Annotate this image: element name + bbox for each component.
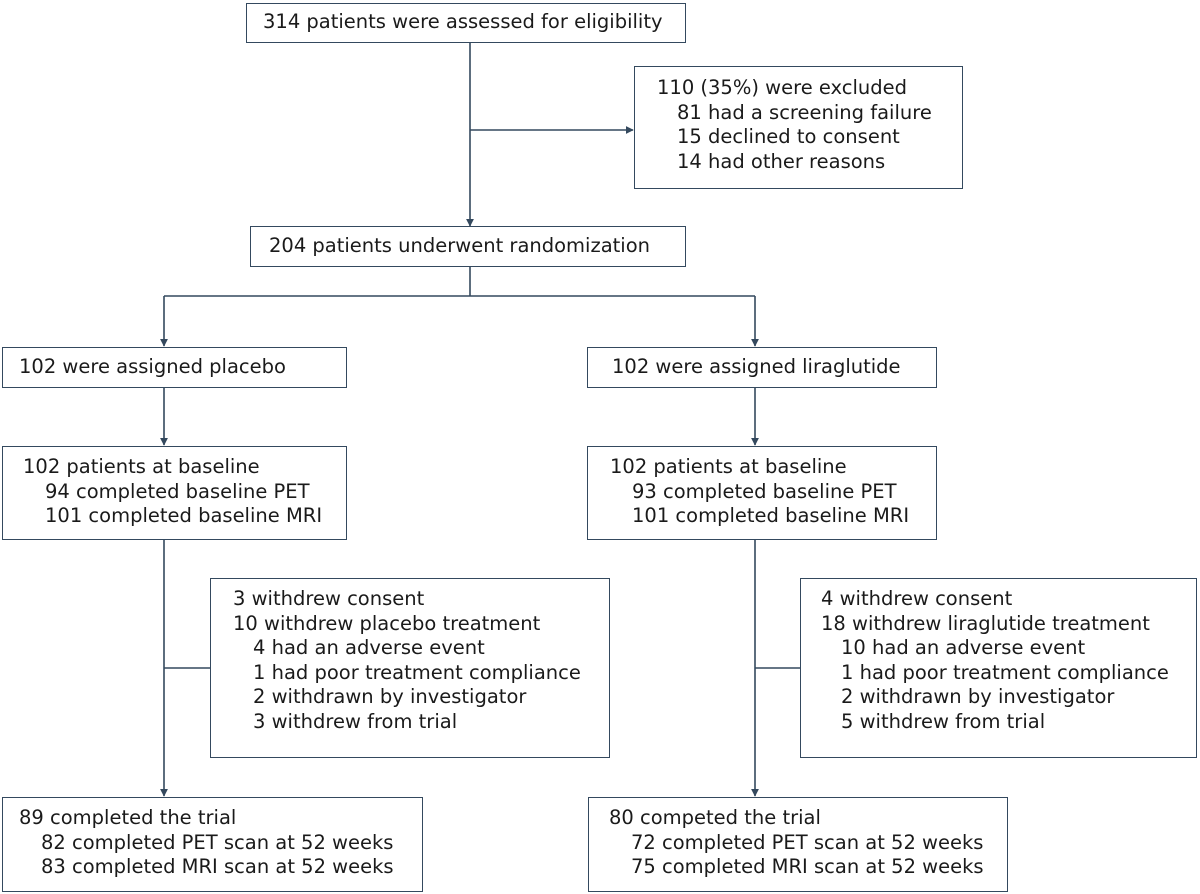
- placebo-withdrawals-box: 3 withdrew consent 10 withdrew placebo t…: [210, 578, 610, 758]
- excluded-reason: 14 had other reasons: [677, 149, 886, 173]
- placebo-withdrew-treatment: 10 withdrew placebo treatment: [233, 611, 541, 635]
- liraglutide-withdrew-treatment: 18 withdrew liraglutide treatment: [821, 611, 1150, 635]
- liraglutide-withdrawal-reason: 1 had poor treatment compliance: [841, 660, 1169, 684]
- excluded-title: 110 (35%) were excluded: [657, 76, 908, 99]
- assessed-box: 314 patients were assessed for eligibili…: [246, 3, 686, 43]
- liraglutide-completed-item: 75 completed MRI scan at 52 weeks: [631, 855, 984, 878]
- placebo-completed-item: 83 completed MRI scan at 52 weeks: [41, 855, 394, 878]
- placebo-baseline-item: 94 completed baseline PET: [45, 479, 310, 503]
- placebo-withdrawal-reason: 3 withdrew from trial: [253, 709, 458, 733]
- liraglutide-baseline-title: 102 patients at baseline: [610, 455, 847, 478]
- placebo-baseline-box: 102 patients at baseline 94 completed ba…: [2, 446, 347, 540]
- excluded-reason: 15 declined to consent: [677, 125, 900, 148]
- excluded-box: 110 (35%) were excluded 81 had a screeni…: [634, 66, 963, 189]
- liraglutide-withdrew-consent: 4 withdrew consent: [821, 587, 1013, 610]
- placebo-baseline-title: 102 patients at baseline: [23, 455, 260, 478]
- liraglutide-completed-box: 80 competed the trial 72 completed PET s…: [588, 797, 1008, 892]
- placebo-baseline-item: 101 completed baseline MRI: [45, 504, 323, 527]
- assessed-text: 314 patients were assessed for eligibili…: [263, 10, 663, 33]
- randomization-text: 204 patients underwent randomization: [269, 234, 651, 257]
- liraglutide-withdrawal-reason: 5 withdrew from trial: [841, 709, 1046, 733]
- liraglutide-completed-item: 72 completed PET scan at 52 weeks: [631, 830, 984, 854]
- liraglutide-completed-title: 80 competed the trial: [609, 806, 821, 829]
- randomization-box: 204 patients underwent randomization: [250, 226, 686, 267]
- liraglutide-baseline-box: 102 patients at baseline 93 completed ba…: [587, 446, 937, 540]
- liraglutide-withdrawal-reason: 2 withdrawn by investigator: [841, 685, 1115, 708]
- placebo-completed-box: 89 completed the trial 82 completed PET …: [2, 797, 423, 892]
- placebo-completed-title: 89 completed the trial: [19, 806, 237, 829]
- placebo-withdrawal-reason: 4 had an adverse event: [253, 636, 485, 659]
- placebo-assigned-box: 102 were assigned placebo: [2, 347, 347, 388]
- liraglutide-baseline-item: 101 completed baseline MRI: [632, 504, 910, 527]
- placebo-withdrawal-reason: 1 had poor treatment compliance: [253, 660, 581, 684]
- liraglutide-assigned-text: 102 were assigned liraglutide: [612, 355, 901, 378]
- liraglutide-withdrawals-box: 4 withdrew consent 18 withdrew liragluti…: [800, 578, 1197, 758]
- liraglutide-assigned-box: 102 were assigned liraglutide: [587, 347, 937, 388]
- liraglutide-baseline-item: 93 completed baseline PET: [632, 479, 897, 503]
- placebo-completed-item: 82 completed PET scan at 52 weeks: [41, 830, 394, 854]
- placebo-withdrew-consent: 3 withdrew consent: [233, 587, 425, 610]
- liraglutide-withdrawal-reason: 10 had an adverse event: [841, 636, 1086, 659]
- excluded-reason: 81 had a screening failure: [677, 100, 932, 124]
- placebo-withdrawal-reason: 2 withdrawn by investigator: [253, 685, 527, 708]
- placebo-assigned-text: 102 were assigned placebo: [19, 355, 286, 378]
